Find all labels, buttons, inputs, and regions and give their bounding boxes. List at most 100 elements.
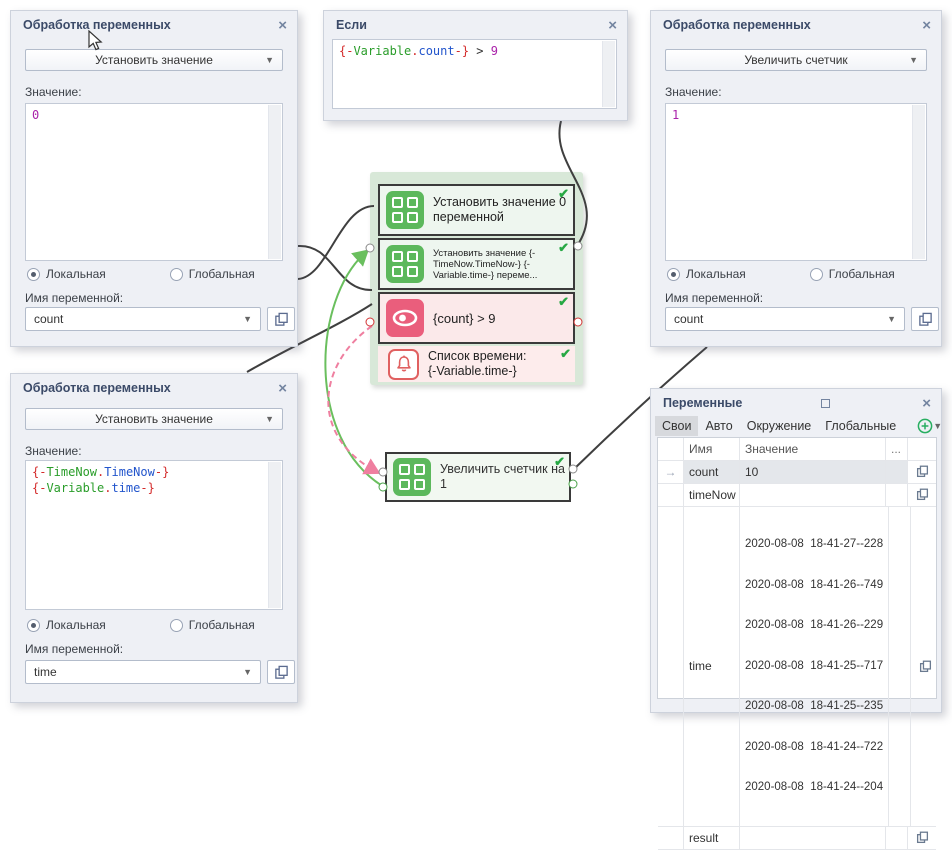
plus-circle-icon[interactable] xyxy=(917,418,933,434)
scrollbar[interactable] xyxy=(912,105,925,259)
chevron-down-icon: ▼ xyxy=(265,414,274,424)
panel-title: Обработка переменных xyxy=(23,381,171,395)
panel-title: Обработка переменных xyxy=(23,18,171,32)
action-select-label: Установить значение xyxy=(95,53,213,67)
copy-button[interactable] xyxy=(267,660,295,684)
connector-dot-false[interactable] xyxy=(365,317,375,327)
panel-variable-top-left: Обработка переменных × Установить значен… xyxy=(10,10,298,347)
value-textarea[interactable]: {-TimeNow.TimeNow-}{-Variable.time-} xyxy=(25,460,283,610)
panel-titlebar[interactable]: Обработка переменных × xyxy=(11,374,297,402)
flow-node-increment[interactable]: Увеличить счетчик на 1 ✔ xyxy=(385,452,571,502)
radio-global[interactable]: Глобальная xyxy=(169,618,255,632)
flow-node-set-time[interactable]: Установить значение {-TimeNow.TimeNow-} … xyxy=(378,238,575,290)
node-label: Список времени: {-Variable.time-} xyxy=(428,349,527,378)
scrollbar[interactable] xyxy=(268,105,281,259)
close-icon[interactable]: × xyxy=(278,379,287,397)
tab-global[interactable]: Глобальные xyxy=(825,419,897,433)
table-row-count[interactable]: → count 10 xyxy=(658,461,936,484)
action-select[interactable]: Установить значение ▼ xyxy=(25,49,283,71)
variable-name-label: Имя переменной: xyxy=(25,642,124,656)
scrollbar[interactable] xyxy=(268,462,281,608)
value-label: Значение: xyxy=(665,85,722,99)
table-row-time[interactable]: time 2020-08-08 18-41-27--228 2020-08-08… xyxy=(658,507,936,827)
action-select[interactable]: Установить значение ▼ xyxy=(25,408,283,430)
bell-icon xyxy=(388,348,419,380)
flow-node-condition[interactable]: {count} > 9 ✔ xyxy=(378,292,575,344)
variables-table: Имя Значение ... → count 10 timeNow xyxy=(657,437,937,850)
node-label: Установить значение {-TimeNow.TimeNow-} … xyxy=(433,247,538,281)
tab-own[interactable]: Свои xyxy=(655,416,699,436)
flow-node-set-count[interactable]: Установить значение 0 переменной ✔ xyxy=(378,184,575,236)
radio-global-label: Глобальная xyxy=(828,267,895,281)
flow-node-notify[interactable]: Список времени: {-Variable.time-} ✔ xyxy=(378,346,575,382)
radio-global-label: Глобальная xyxy=(188,618,255,632)
flow-group: Установить значение 0 переменной ✔ Устан… xyxy=(370,172,583,385)
node-label: Увеличить счетчик на 1 xyxy=(440,462,565,491)
panel-titlebar[interactable]: Если × xyxy=(324,11,627,39)
connector-dot[interactable] xyxy=(378,467,388,477)
column-more[interactable]: ... xyxy=(886,438,908,460)
radio-local[interactable]: Локальная xyxy=(27,267,106,281)
radio-local[interactable]: Локальная xyxy=(27,618,106,632)
connector-dot-false[interactable] xyxy=(573,317,583,327)
check-icon: ✔ xyxy=(558,294,569,309)
tab-environment[interactable]: Окружение xyxy=(746,419,812,433)
connector-dot[interactable] xyxy=(568,464,578,474)
canvas: Установить значение 0 переменной ✔ Устан… xyxy=(10,10,942,850)
scrollbar[interactable] xyxy=(602,41,615,107)
var-value xyxy=(740,484,886,506)
table-header: Имя Значение ... xyxy=(658,438,936,461)
radio-local[interactable]: Локальная xyxy=(667,267,746,281)
var-value-list: 2020-08-08 18-41-27--228 2020-08-08 18-4… xyxy=(740,507,890,826)
eye-icon xyxy=(386,299,424,337)
check-icon: ✔ xyxy=(560,346,571,361)
close-icon[interactable]: × xyxy=(608,16,617,34)
mouse-cursor xyxy=(88,30,103,51)
panel-title: Если xyxy=(336,18,367,32)
radio-local-label: Локальная xyxy=(686,267,746,281)
grid-icon xyxy=(386,245,424,283)
radio-local-label: Локальная xyxy=(46,618,106,632)
variable-name-value: time xyxy=(34,665,57,679)
condition-textarea[interactable]: {-Variable.count-} > 9 xyxy=(332,39,617,109)
chevron-down-icon[interactable]: ▼ xyxy=(933,421,943,431)
maximize-icon[interactable] xyxy=(820,398,830,408)
variables-tabs: Свои Авто Окружение Глобальные ▼ xyxy=(655,415,942,437)
column-value[interactable]: Значение xyxy=(740,438,886,460)
connector-dot[interactable] xyxy=(378,482,388,492)
copy-button[interactable] xyxy=(267,307,295,331)
tab-auto[interactable]: Авто xyxy=(705,419,733,433)
copy-button[interactable] xyxy=(911,307,939,331)
variable-name-combo[interactable]: count ▼ xyxy=(25,307,261,331)
column-name[interactable]: Имя xyxy=(684,438,740,460)
variable-name-combo[interactable]: time ▼ xyxy=(25,660,261,684)
copy-icon[interactable] xyxy=(908,827,936,849)
variable-name-label: Имя переменной: xyxy=(25,291,124,305)
value-textarea[interactable]: 1 xyxy=(665,103,927,261)
panel-titlebar[interactable]: Переменные × xyxy=(651,389,941,417)
variable-name-label: Имя переменной: xyxy=(665,291,764,305)
panel-title: Переменные xyxy=(663,396,743,410)
connector-dot[interactable] xyxy=(365,243,375,253)
radio-global[interactable]: Глобальная xyxy=(169,267,255,281)
close-icon[interactable]: × xyxy=(278,16,287,34)
close-icon[interactable]: × xyxy=(922,16,931,34)
action-select[interactable]: Увеличить счетчик ▼ xyxy=(665,49,927,71)
connector-dot[interactable] xyxy=(568,479,578,489)
value-textarea[interactable]: 0 xyxy=(25,103,283,261)
variable-name-combo[interactable]: count ▼ xyxy=(665,307,905,331)
table-row-timenow[interactable]: timeNow xyxy=(658,484,936,507)
close-icon[interactable]: × xyxy=(922,394,931,412)
radio-global[interactable]: Глобальная xyxy=(809,267,895,281)
var-value: 10 xyxy=(740,461,886,483)
copy-icon[interactable] xyxy=(911,507,939,826)
panel-if: Если × {-Variable.count-} > 9 xyxy=(323,10,628,121)
copy-icon[interactable] xyxy=(908,461,936,483)
node-label: {count} > 9 xyxy=(433,310,496,326)
chevron-down-icon: ▼ xyxy=(243,667,252,677)
copy-icon[interactable] xyxy=(908,484,936,506)
connector-dot[interactable] xyxy=(573,241,583,251)
table-row-result[interactable]: result xyxy=(658,826,936,850)
panel-titlebar[interactable]: Обработка переменных × xyxy=(11,11,297,39)
panel-titlebar[interactable]: Обработка переменных × xyxy=(651,11,941,39)
